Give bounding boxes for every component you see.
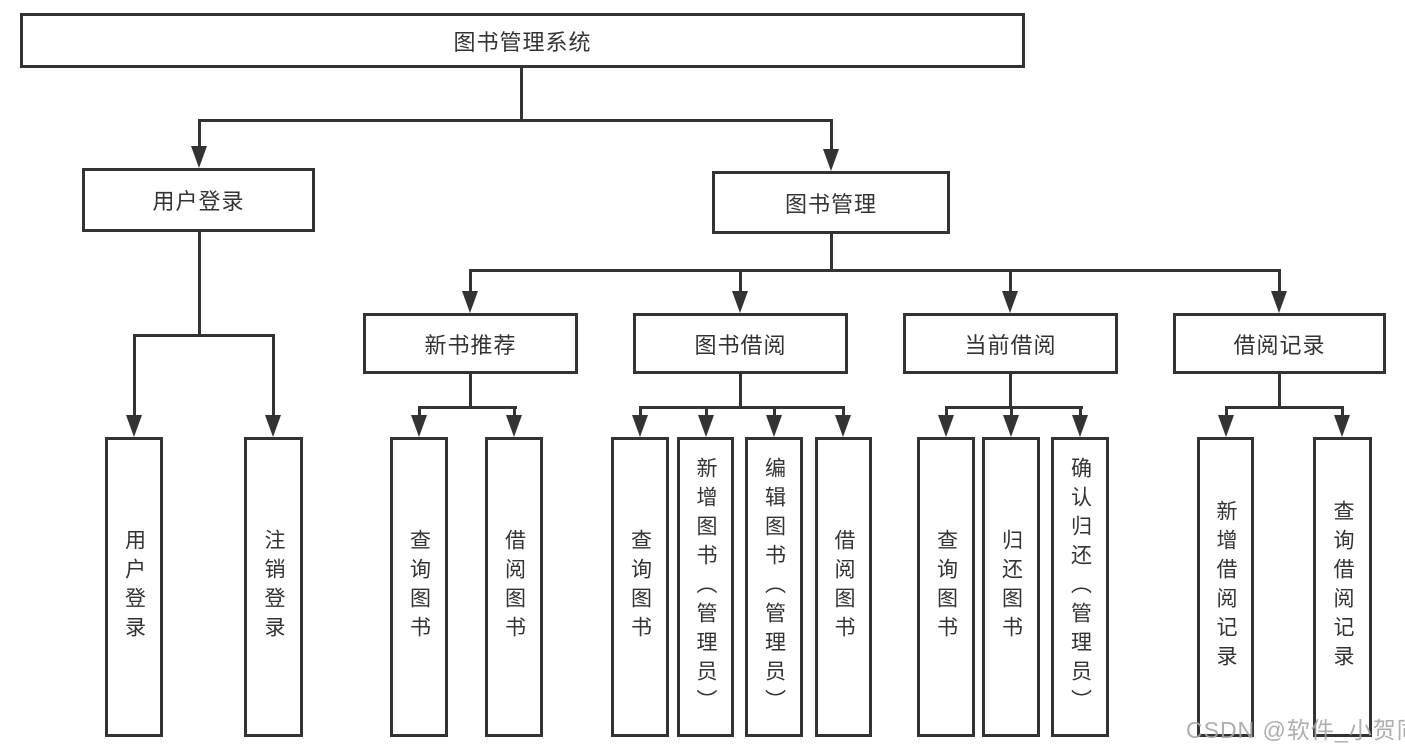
- arrowhead-current-borrow: [1002, 291, 1018, 313]
- node-book-borrow-label: 图书借阅: [694, 332, 787, 358]
- node-root-label: 图书管理系统: [453, 29, 592, 55]
- leaf-user-login-label: 用户登录: [122, 529, 146, 645]
- arrowhead-br-add: [1218, 415, 1234, 437]
- arrowhead-book-borrow: [732, 291, 748, 313]
- leaf-bb-borrow-books: 借阅图书: [815, 437, 872, 737]
- connector-level3-rail: [469, 269, 1281, 272]
- leaf-nbr-query-books-label: 查询图书: [407, 529, 431, 645]
- arrowhead-cb-query: [938, 415, 954, 437]
- leaf-user-login: 用户登录: [105, 437, 163, 737]
- connector-drop-new-book-rec: [469, 269, 472, 294]
- connector-nbr-stem: [469, 374, 472, 408]
- leaf-bb-query-books-label: 查询图书: [628, 529, 652, 645]
- leaf-br-query-record: 查询借阅记录: [1313, 437, 1372, 737]
- leaf-bb-add-books: 新增图书（管理员）: [677, 437, 734, 737]
- connector-login-rail: [133, 334, 275, 337]
- leaf-logout: 注销登录: [244, 437, 303, 737]
- node-user-login: 用户登录: [82, 168, 315, 232]
- connector-drop-bb-query: [639, 406, 642, 417]
- connector-br-rail: [1225, 406, 1344, 409]
- connector-drop-login: [133, 334, 136, 417]
- arrowhead-logout: [265, 415, 281, 437]
- leaf-nbr-borrow-books-label: 借阅图书: [502, 529, 526, 645]
- connector-drop-cb-query: [945, 406, 948, 417]
- connector-bb-stem: [739, 374, 742, 408]
- connector-user-login-stem: [198, 232, 201, 335]
- leaf-br-query-record-label: 查询借阅记录: [1331, 500, 1354, 674]
- leaf-logout-label: 注销登录: [262, 529, 285, 645]
- arrowhead-cb-return: [1003, 415, 1019, 437]
- connector-drop-nbr-query: [418, 406, 421, 417]
- connector-drop-bb-add: [705, 406, 708, 417]
- leaf-cb-return-books: 归还图书: [982, 437, 1040, 737]
- connector-drop-user-login: [198, 119, 201, 148]
- leaf-br-add-record: 新增借阅记录: [1197, 437, 1254, 737]
- connector-book-mgmt-stem: [830, 234, 833, 271]
- arrowhead-login: [126, 415, 142, 437]
- connector-drop-nbr-borrow: [513, 406, 516, 417]
- arrowhead-cb-confirm: [1072, 415, 1088, 437]
- connector-root-stem: [520, 68, 523, 121]
- connector-drop-bb-borrow: [842, 406, 845, 417]
- leaf-bb-edit-books: 编辑图书（管理员）: [745, 437, 803, 737]
- connector-drop-book-mgmt: [830, 119, 833, 151]
- connector-drop-book-borrow: [739, 269, 742, 294]
- connector-drop-cb-return: [1010, 406, 1013, 417]
- arrowhead-nbr-query: [411, 415, 427, 437]
- connector-cb-stem: [1009, 374, 1012, 408]
- leaf-br-add-record-label: 新增借阅记录: [1214, 500, 1237, 674]
- node-borrow-record: 借阅记录: [1173, 313, 1386, 374]
- arrowhead-book-mgmt: [823, 149, 839, 171]
- leaf-cb-query-books-label: 查询图书: [934, 529, 958, 645]
- connector-drop-cb-confirm: [1079, 406, 1082, 417]
- connector-drop-logout: [272, 334, 275, 417]
- connector-drop-current-borrow: [1009, 269, 1012, 294]
- leaf-bb-borrow-books-label: 借阅图书: [832, 529, 855, 645]
- node-book-mgmt-label: 图书管理: [784, 191, 877, 217]
- arrowhead-bb-add: [698, 415, 714, 437]
- arrowhead-br-query: [1334, 415, 1350, 437]
- leaf-cb-confirm-return-label: 确认归还（管理员）: [1068, 456, 1092, 718]
- connector-bb-rail: [639, 406, 845, 409]
- node-borrow-record-label: 借阅记录: [1233, 332, 1326, 358]
- arrowhead-borrow-record: [1271, 291, 1287, 313]
- leaf-bb-edit-books-label: 编辑图书（管理员）: [762, 456, 786, 718]
- connector-drop-br-query: [1341, 406, 1344, 417]
- connector-drop-bb-edit: [773, 406, 776, 417]
- leaf-bb-query-books: 查询图书: [611, 437, 669, 737]
- leaf-bb-add-books-label: 新增图书（管理员）: [694, 456, 717, 718]
- arrowhead-bb-borrow: [835, 415, 851, 437]
- arrowhead-user-login: [191, 146, 207, 168]
- leaf-cb-return-books-label: 归还图书: [999, 529, 1023, 645]
- node-user-login-label: 用户登录: [152, 189, 245, 214]
- node-root: 图书管理系统: [20, 13, 1025, 68]
- leaf-cb-confirm-return: 确认归还（管理员）: [1051, 437, 1109, 737]
- node-current-borrow-label: 当前借阅: [964, 332, 1057, 358]
- leaf-nbr-query-books: 查询图书: [390, 437, 448, 737]
- connector-nbr-rail: [418, 406, 517, 409]
- node-current-borrow: 当前借阅: [903, 313, 1118, 374]
- csdn-watermark: CSDN @软件_小贺同学: [1186, 717, 1405, 743]
- arrowhead-nbr-borrow: [506, 415, 522, 437]
- node-new-book-rec-label: 新书推荐: [424, 332, 517, 358]
- node-book-mgmt: 图书管理: [712, 171, 950, 234]
- connector-cb-rail: [945, 406, 1083, 409]
- connector-drop-borrow-record: [1278, 269, 1281, 294]
- node-book-borrow: 图书借阅: [633, 313, 848, 374]
- leaf-cb-query-books: 查询图书: [917, 437, 975, 737]
- arrowhead-bb-edit: [766, 415, 782, 437]
- connector-level2-rail: [198, 119, 833, 122]
- connector-drop-br-add: [1225, 406, 1228, 417]
- connector-br-stem: [1278, 374, 1281, 408]
- leaf-nbr-borrow-books: 借阅图书: [485, 437, 543, 737]
- arrowhead-new-book-rec: [462, 291, 478, 313]
- arrowhead-bb-query: [632, 415, 648, 437]
- node-new-book-rec: 新书推荐: [363, 313, 578, 374]
